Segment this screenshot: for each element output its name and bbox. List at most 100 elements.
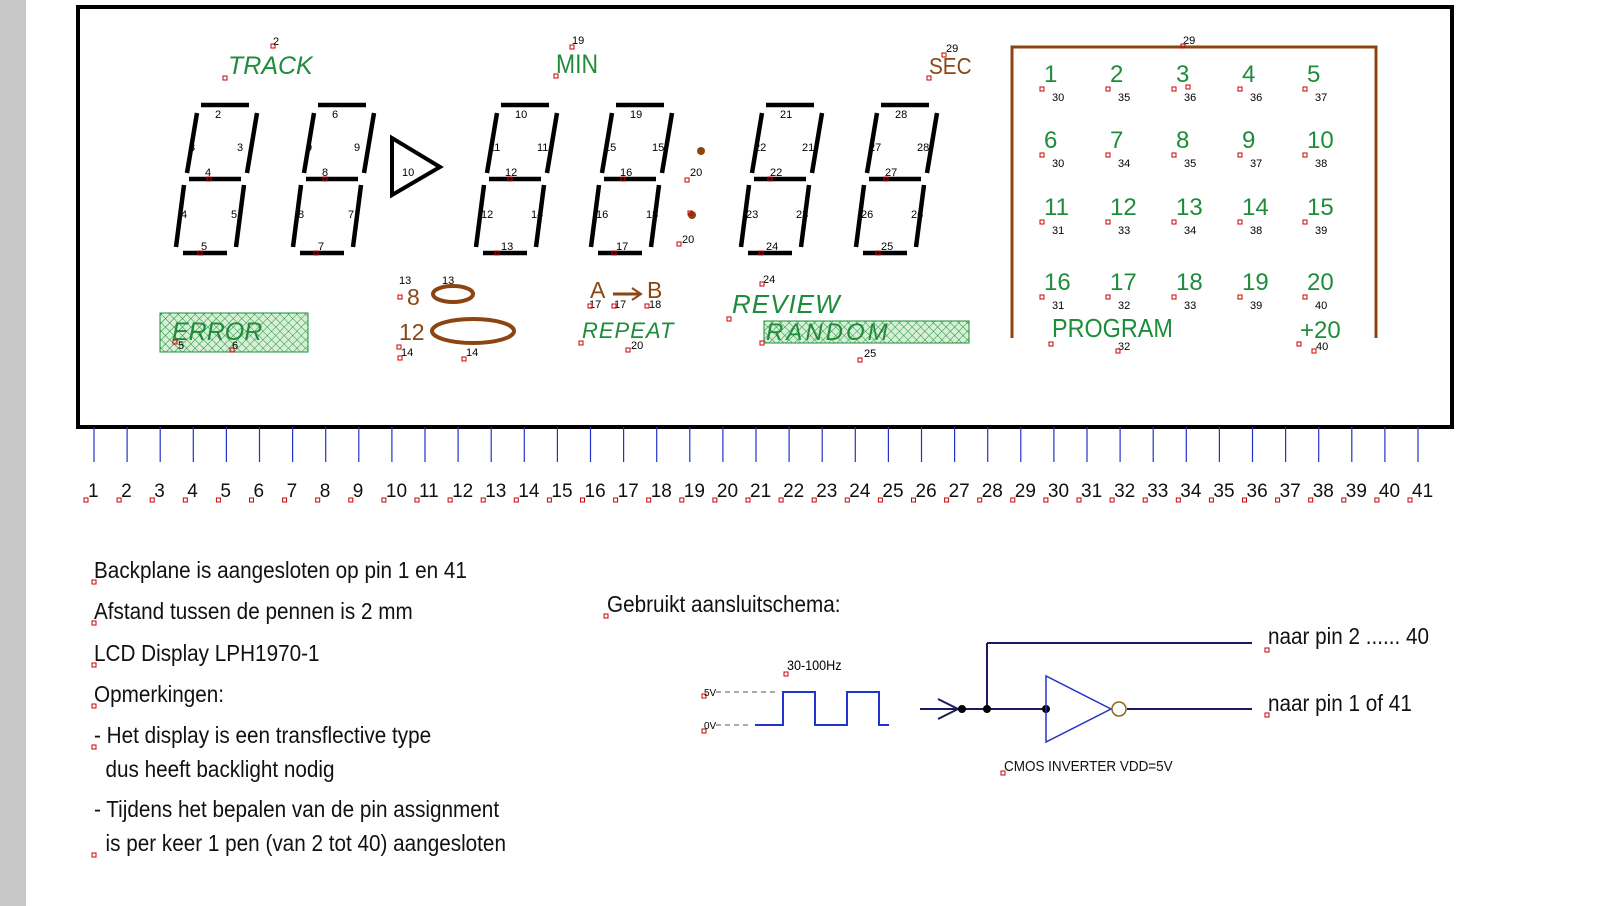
note-pin-spacing: Afstand tussen de pennen is 2 mm (94, 598, 413, 624)
program-pin-label: 33 (1184, 300, 1196, 312)
digit-segment (648, 184, 662, 248)
ab-b-pin-label: 18 (649, 299, 661, 311)
program-number: 17 (1110, 269, 1137, 296)
pin-number-label: 34 (1180, 481, 1202, 502)
anchor-marker (603, 613, 609, 619)
digit-segment (599, 112, 615, 174)
program-pin-label: 30 (1052, 158, 1064, 170)
program-pin-label: 34 (1184, 225, 1196, 237)
pin-number-label: 31 (1081, 481, 1102, 502)
pin-marker (414, 497, 420, 503)
error-pin-label-a: 5 (178, 340, 184, 352)
program-bracket (1010, 45, 1378, 338)
segment-pin-label: 25 (881, 241, 893, 253)
pin-marker (480, 497, 486, 503)
program-marker (1302, 294, 1308, 300)
left-scrollbar-gutter (0, 0, 26, 906)
segment-pin-label: 14 (531, 209, 543, 221)
anchor-marker (759, 281, 765, 287)
anchor-marker (578, 340, 584, 346)
red-anchor-markers (91, 43, 1317, 858)
disc12-pin-label-a: 14 (401, 347, 413, 359)
output-bottom-label: naar pin 1 of 41 (1268, 690, 1412, 716)
segment-pin-label: 5 (201, 241, 207, 253)
pin-number-label: 9 (353, 481, 364, 502)
anchor-marker (701, 728, 707, 734)
pin-number-label: 27 (949, 481, 970, 502)
segment-pin-label: 10 (515, 109, 527, 121)
program-pin-label: 39 (1250, 300, 1262, 312)
error-pin-label-b: 6 (232, 340, 238, 352)
program-marker (1171, 294, 1177, 300)
pin-number-label: 3 (154, 481, 165, 502)
pin-marker (877, 497, 883, 503)
program-number: 11 (1044, 194, 1069, 221)
pin-number-label: 38 (1313, 481, 1334, 502)
anchor-marker (687, 210, 693, 216)
disc12-indicator: 12 (399, 319, 425, 345)
program-pin-label: 39 (1315, 225, 1327, 237)
junction-dot-2 (983, 705, 991, 713)
pin-number-label: 30 (1048, 481, 1069, 502)
segment-pin-label: 13 (501, 241, 513, 253)
colon-bottom-pin-label: 20 (682, 234, 694, 246)
anchor-marker (397, 294, 403, 300)
pin-number-label: 1 (88, 481, 99, 502)
anchor-marker (676, 241, 682, 247)
program-marker (1105, 294, 1111, 300)
anchor-marker (1115, 348, 1121, 354)
digit-segment (533, 184, 547, 248)
anchor-marker (91, 852, 97, 858)
pin-marker (580, 497, 585, 503)
pin-number-label: 2 (121, 481, 132, 502)
program-number: 18 (1176, 269, 1203, 296)
anchor-marker (783, 671, 789, 677)
digit-segment (173, 184, 187, 248)
note-remark-1: - Het display is een transflective type (94, 722, 432, 748)
program-marker (1237, 219, 1243, 225)
program-marker (1237, 86, 1243, 92)
plus20-indicator: +20 (1300, 317, 1341, 344)
program-pin-label: 35 (1184, 158, 1196, 170)
program-pin-label: 32 (1118, 341, 1130, 353)
digit-segment (184, 112, 200, 174)
anchor-marker (759, 340, 765, 346)
segment-pin-label: 4 (181, 209, 187, 221)
min-pin-label: 19 (572, 35, 584, 47)
anchor-marker (758, 250, 764, 256)
pin-number-label: 14 (518, 481, 540, 502)
program-number: 20 (1307, 269, 1334, 296)
pin-number-label: 10 (386, 481, 407, 502)
square-wave (755, 691, 889, 726)
segment-pin-label: 8 (322, 167, 328, 179)
pin-number-label: 26 (916, 481, 937, 502)
pin-marker (745, 497, 751, 503)
anchor-marker (625, 347, 631, 353)
error-indicator: ERROR (172, 318, 262, 346)
digit-segment (913, 184, 927, 248)
ab-b-indicator: B (647, 277, 662, 303)
anchor-marker (1185, 84, 1191, 90)
program-marker (1039, 152, 1045, 158)
disc12-pin-label-b: 14 (466, 347, 478, 359)
inverter-bubble (1111, 701, 1127, 717)
pin-number-label: 13 (485, 481, 506, 502)
program-marker (1105, 152, 1111, 158)
pin-marker (977, 497, 983, 503)
digit-segment (473, 184, 487, 248)
pin-marker (778, 497, 784, 503)
anchor-marker (553, 73, 559, 79)
anchor-marker (222, 75, 228, 81)
program-marker (1302, 219, 1308, 225)
pin-marker (679, 497, 685, 503)
anchor-marker (1311, 348, 1317, 354)
pin-marker (646, 497, 652, 503)
segment-pin-label: 15 (652, 142, 664, 154)
pin-marker (447, 497, 453, 503)
segment-pin-label: 12 (481, 209, 493, 221)
segment-pin-label: 21 (780, 109, 792, 121)
program-indicator: PROGRAM (1052, 315, 1173, 343)
note-remark-1-cont: dus heeft backlight nodig (94, 756, 335, 782)
